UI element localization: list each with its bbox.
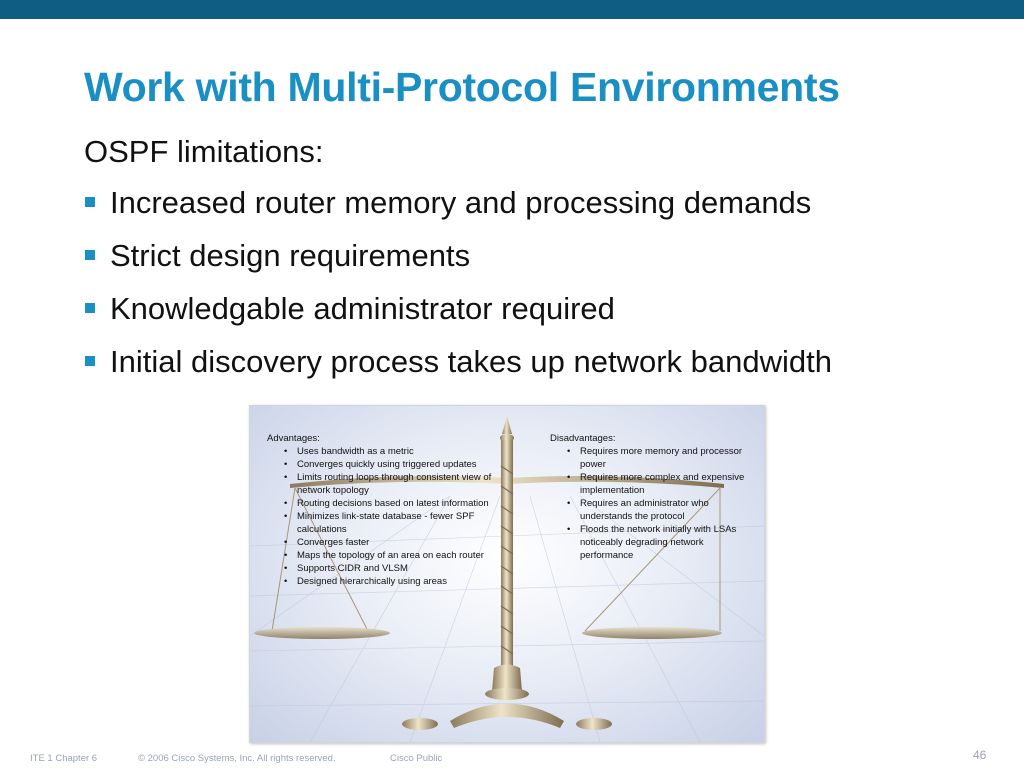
square-bullet-icon <box>85 303 95 313</box>
bullet-item: Knowledgable administrator required <box>84 291 832 344</box>
disadvantage-item: Requires more memory and processor power <box>567 445 750 471</box>
advantages-column: Advantages: Uses bandwidth as a metric C… <box>267 432 497 588</box>
footer-classification: Cisco Public <box>390 753 443 764</box>
square-bullet-icon <box>85 197 95 207</box>
bullet-list: Increased router memory and processing d… <box>84 185 832 397</box>
disadvantages-heading: Disadvantages: <box>550 433 616 444</box>
scale-figure: Advantages: Uses bandwidth as a metric C… <box>249 405 765 743</box>
advantage-item: Converges faster <box>284 536 497 549</box>
square-bullet-icon <box>85 250 95 260</box>
top-banner <box>0 0 1024 19</box>
disadvantage-item: Requires an administrator who understand… <box>567 497 750 523</box>
bullet-text: Knowledgable administrator required <box>110 291 615 326</box>
footer-chapter: ITE 1 Chapter 6 <box>30 753 98 764</box>
advantages-heading: Advantages: <box>267 433 320 444</box>
bullet-item: Increased router memory and processing d… <box>84 185 832 238</box>
footer-copyright: © 2006 Cisco Systems, Inc. All rights re… <box>138 753 336 764</box>
advantages-list: Uses bandwidth as a metric Converges qui… <box>267 445 497 588</box>
advantage-item: Routing decisions based on latest inform… <box>284 497 497 510</box>
bullet-text: Strict design requirements <box>110 238 471 273</box>
bullet-item: Strict design requirements <box>84 238 832 291</box>
page-number: 46 <box>973 748 987 762</box>
disadvantage-item: Floods the network initially with LSAs n… <box>567 523 750 562</box>
disadvantages-column: Disadvantages: Requires more memory and … <box>550 432 750 562</box>
advantage-item: Supports CIDR and VLSM <box>284 562 497 575</box>
advantage-item: Uses bandwidth as a metric <box>284 445 497 458</box>
advantage-item: Converges quickly using triggered update… <box>284 458 497 471</box>
bullet-text: Initial discovery process takes up netwo… <box>110 344 832 379</box>
slide-subtitle: OSPF limitations: <box>84 134 324 169</box>
disadvantage-item: Requires more complex and expensive impl… <box>567 471 750 497</box>
bullet-item: Initial discovery process takes up netwo… <box>84 344 832 397</box>
disadvantages-list: Requires more memory and processor power… <box>550 445 750 562</box>
square-bullet-icon <box>85 356 95 366</box>
bullet-text: Increased router memory and processing d… <box>110 185 812 220</box>
advantage-item: Maps the topology of an area on each rou… <box>284 549 497 562</box>
slide-title: Work with Multi-Protocol Environments <box>84 64 840 110</box>
advantage-item: Minimizes link-state database - fewer SP… <box>284 510 497 536</box>
advantage-item: Designed hierarchically using areas <box>284 575 497 588</box>
advantage-item: Limits routing loops through consistent … <box>284 471 497 497</box>
